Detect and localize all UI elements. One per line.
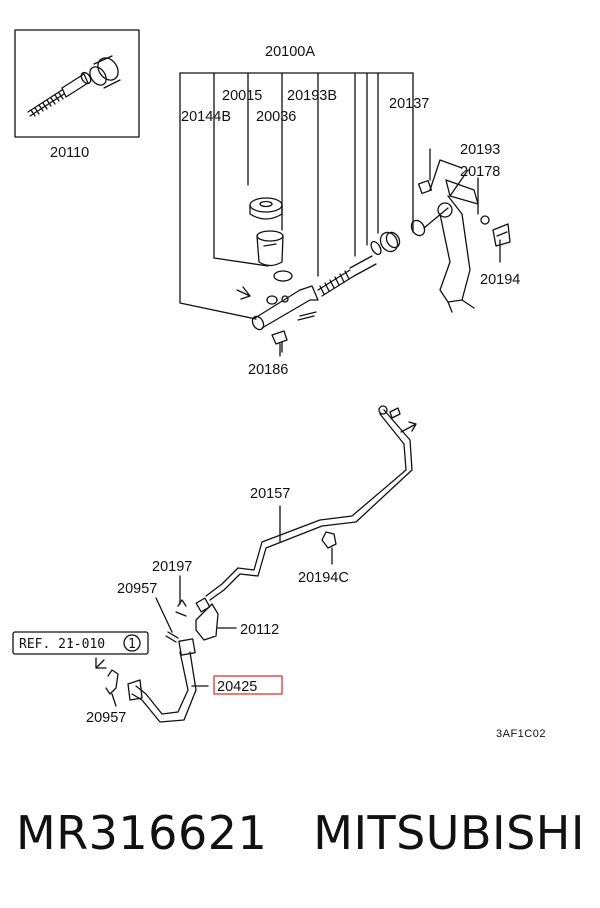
hydraulic-line-drawing [95,405,417,723]
label-20112: 20112 [240,622,279,638]
label-20194: 20194 [480,272,520,288]
label-20957-upper: 20957 [117,581,157,597]
label-20157: 20157 [250,486,290,502]
master-cylinder-drawing [236,197,426,353]
label-20144B: 20144B [181,109,231,125]
brand-name: MITSUBISHI [313,806,585,860]
footer-caption: MR316621 MITSUBISHI [16,806,596,876]
label-20178: 20178 [460,164,500,180]
repair-kit-inset-box [14,29,140,138]
label-20036: 20036 [256,109,296,125]
label-20110: 20110 [50,145,89,161]
parts-diagram: 20100A 20015 20193B 20137 20144B 20036 2… [12,29,546,740]
ref-circle [123,634,141,652]
label-20193: 20193 [460,142,500,158]
diagram-code: 3AF1C02 [496,728,546,740]
ref-box [12,631,149,655]
repair-kit-drawing [27,55,121,117]
label-20197: 20197 [152,559,192,575]
label-20186: 20186 [248,362,288,378]
leader-lines-top [179,72,414,320]
label-20194C: 20194C [298,570,349,586]
label-20015: 20015 [222,88,262,104]
part-number: MR316621 [16,806,268,860]
highlight-box-20425 [213,675,283,695]
label-20193B: 20193B [287,88,337,104]
label-20957-lower: 20957 [86,710,126,726]
label-20425: 20425 [217,679,257,695]
label-20137: 20137 [389,96,429,112]
ref-number: 1 [128,637,136,652]
ref-text: REF. 21-010 [19,637,105,652]
leader-lines [69,148,501,707]
clutch-pedal-drawing [417,159,511,313]
label-20100A: 20100A [265,44,315,60]
